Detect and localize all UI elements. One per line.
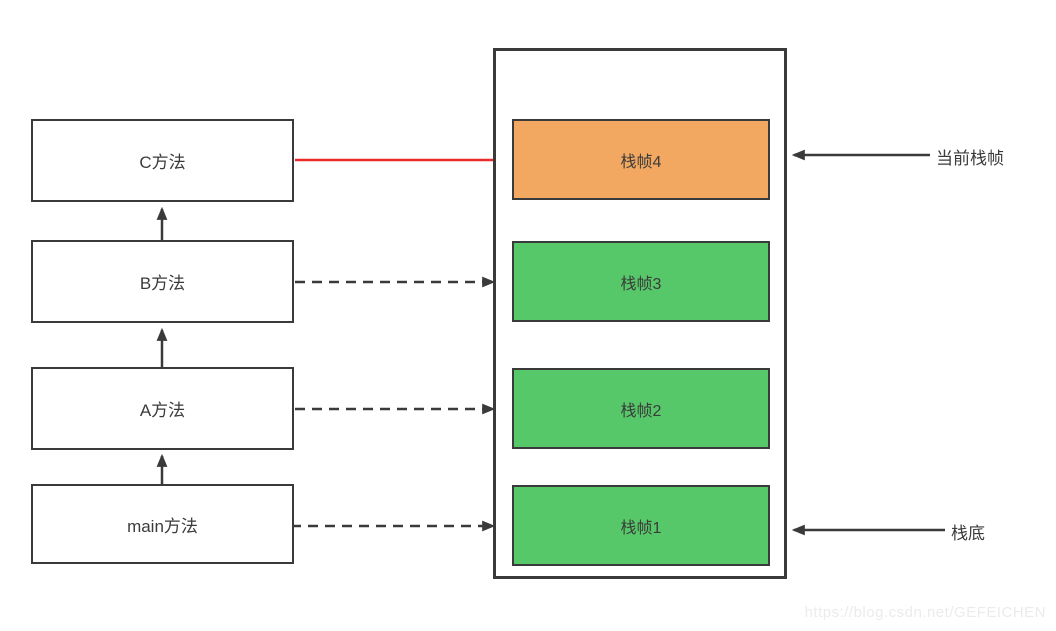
stack-frame-1: 栈帧1 bbox=[512, 485, 770, 566]
method-box-a-label: A方法 bbox=[139, 401, 186, 420]
watermark-url: https://blog.csdn.net/GEFEICHEN bbox=[804, 604, 1046, 621]
method-box-a: A方法 bbox=[31, 367, 294, 450]
method-box-c-label: C方法 bbox=[139, 153, 186, 172]
method-box-b-label: B方法 bbox=[139, 274, 186, 293]
stack-frame-3-label: 栈帧3 bbox=[620, 275, 662, 293]
method-box-main: main方法 bbox=[31, 484, 294, 564]
method-box-c: C方法 bbox=[31, 119, 294, 202]
stack-bottom-annotation: 栈底 bbox=[951, 524, 985, 543]
stack-frame-3: 栈帧3 bbox=[512, 241, 770, 322]
current-frame-annotation: 当前栈帧 bbox=[936, 149, 1004, 168]
method-box-b: B方法 bbox=[31, 240, 294, 323]
stack-frame-4: 栈帧4 bbox=[512, 119, 770, 200]
stack-frame-1-label: 栈帧1 bbox=[620, 519, 662, 537]
stack-frame-4-label: 栈帧4 bbox=[620, 153, 662, 171]
method-box-main-label: main方法 bbox=[127, 516, 198, 536]
stack-frame-2: 栈帧2 bbox=[512, 368, 770, 449]
stack-frame-2-label: 栈帧2 bbox=[620, 402, 662, 420]
